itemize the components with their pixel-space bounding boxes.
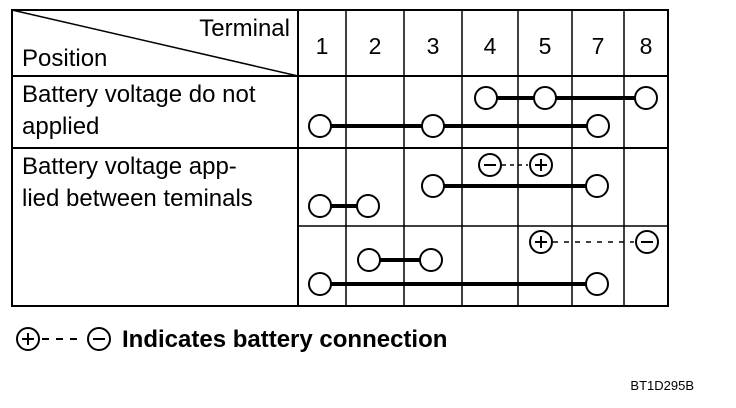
terminal-circle: [585, 272, 609, 296]
terminal-circle: [586, 114, 610, 138]
legend-text: Indicates battery connection: [122, 326, 447, 353]
terminal-circle: [421, 114, 445, 138]
terminal-header: Terminal: [199, 15, 290, 42]
terminal-circle: [585, 174, 609, 198]
position-header: Position: [22, 45, 107, 72]
terminal-circle: [419, 248, 443, 272]
terminal-number: 2: [369, 33, 382, 59]
continuity-row-applied-a: [308, 153, 609, 218]
terminal-circle: [308, 114, 332, 138]
terminal-circle: [421, 174, 445, 198]
legend: Indicates battery connection: [16, 326, 447, 353]
terminal-circle: [356, 194, 380, 218]
continuity-row-applied-b: [308, 230, 659, 296]
position-label-line: Battery voltage app-: [22, 153, 237, 180]
terminal-circle: [634, 86, 658, 110]
terminal-number: 8: [640, 33, 653, 59]
terminal-number: 4: [484, 33, 497, 59]
terminal-numbers: 1 2 3 4 5 7 8: [316, 33, 653, 59]
terminal-circle: [357, 248, 381, 272]
terminal-circle: [308, 272, 332, 296]
position-label-line: applied: [22, 113, 99, 140]
terminal-number: 5: [539, 33, 552, 59]
figure-code: BT1D295B: [630, 378, 694, 393]
table-grid: [11, 9, 669, 307]
terminal-circle: [308, 194, 332, 218]
terminal-number: 7: [592, 33, 605, 59]
position-label-line: lied between teminals: [22, 185, 253, 212]
terminal-number: 3: [427, 33, 440, 59]
continuity-row-not-applied: [308, 86, 658, 138]
terminal-number: 1: [316, 33, 329, 59]
position-label-line: Battery voltage do not: [22, 81, 256, 108]
terminal-circle: [474, 86, 498, 110]
terminal-circle: [533, 86, 557, 110]
